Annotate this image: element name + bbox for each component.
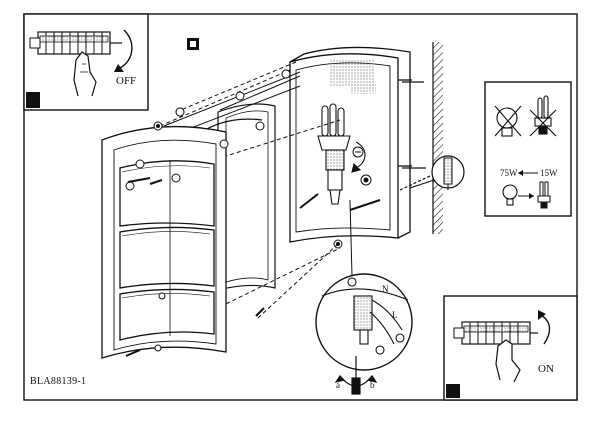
wire-label-n: N <box>382 284 389 294</box>
rotate-arrow-icon <box>119 29 133 69</box>
step-marker-icon <box>446 384 460 398</box>
incandescent-wattage-label: 75W <box>500 168 518 178</box>
glass-frame-icon <box>204 103 276 291</box>
front-cover-icon <box>101 125 227 359</box>
screwdriver-icon: a b <box>334 356 378 395</box>
screwdriver-label-b: b <box>370 380 375 390</box>
hand-icon <box>495 339 521 383</box>
wire-label-l: L <box>392 310 398 320</box>
step-marker-icon <box>26 92 40 108</box>
cfl-wattage-label: 15W <box>540 168 558 178</box>
cfl-icon <box>537 181 551 209</box>
wall-plug-zoom <box>409 155 465 190</box>
bulb-crossed-icon <box>494 105 522 137</box>
switch-on-inset: ON <box>443 295 578 401</box>
cfl-crossed-icon <box>529 95 557 137</box>
wall-screw-icon <box>399 81 431 191</box>
cfl-bulb-icon <box>317 103 366 205</box>
terminal-block-icon <box>453 321 538 345</box>
wiring-detail-zoom: N L <box>315 199 413 371</box>
bulb-type-inset: 75W 15W <box>484 81 572 217</box>
outer-frame <box>23 13 578 401</box>
switch-on-label: ON <box>538 363 554 375</box>
hand-icon <box>73 51 97 97</box>
bulb-icon <box>502 184 518 206</box>
screwdriver-label-a: a <box>336 380 340 390</box>
terminal-block-icon <box>29 31 122 55</box>
wall-housing-icon <box>289 46 412 243</box>
switch-off-label: OFF <box>116 75 136 87</box>
wall-icon <box>432 42 443 234</box>
drawing-code: BLA88139-1 <box>30 376 86 387</box>
switch-off-inset: OFF <box>23 13 149 111</box>
